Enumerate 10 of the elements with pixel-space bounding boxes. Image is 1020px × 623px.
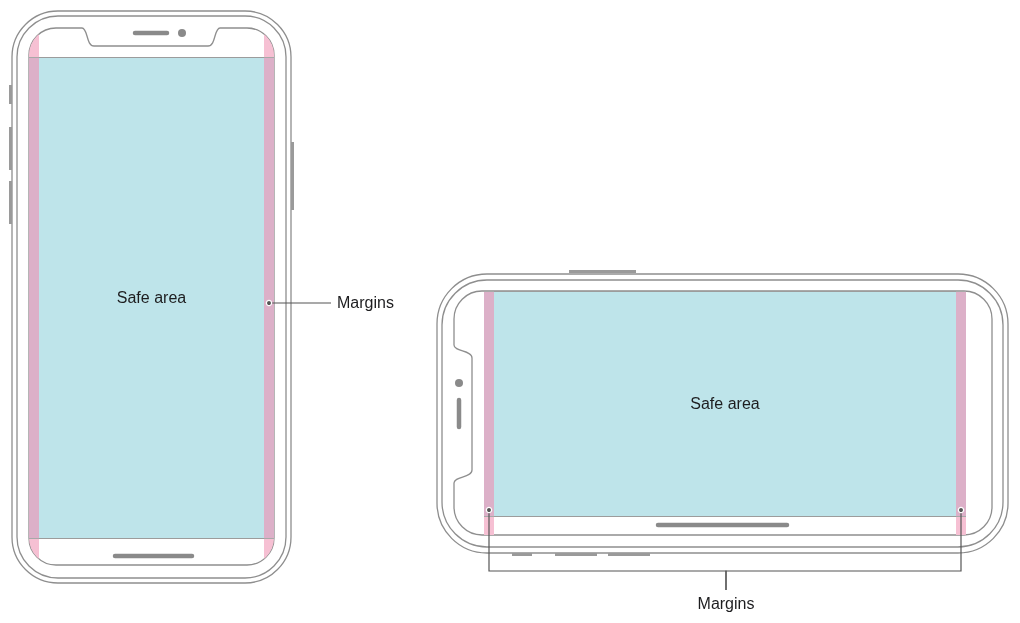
margin-band <box>956 291 966 535</box>
callout-label: Margins <box>331 293 407 313</box>
region-label: Safe area <box>116 288 187 308</box>
region-label: Safe area <box>690 394 760 414</box>
safe-area-region <box>39 57 264 539</box>
leader-line <box>265 299 332 307</box>
margin-band <box>484 291 494 535</box>
leader-line <box>725 506 965 591</box>
callout-label: Margins <box>686 590 766 614</box>
safe-area-region <box>494 291 956 517</box>
